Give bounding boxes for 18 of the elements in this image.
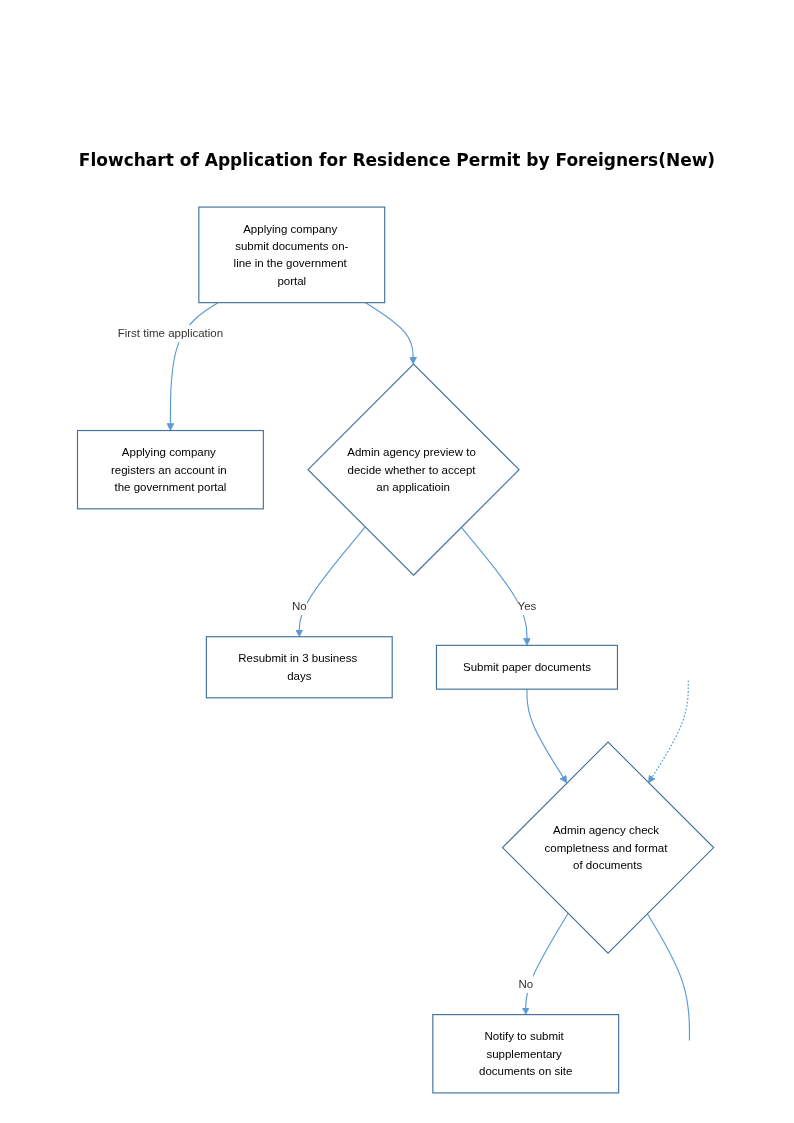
arrow xyxy=(295,526,366,638)
node-box: Applying company submit documents on-line in the government portal xyxy=(198,206,386,304)
arrow xyxy=(365,302,418,365)
node-diamond: Admin agency check completness and format of documents xyxy=(501,741,715,954)
edge-label: Yes xyxy=(517,599,537,613)
node-box: Submit paper documents xyxy=(436,644,619,690)
arrow xyxy=(526,688,568,784)
edge-label: No xyxy=(518,976,534,991)
node-box: Applying company registers an account in the government portal xyxy=(77,429,265,510)
node-diamond: Admin agency preview to decide whether to accept an applicatioin xyxy=(307,363,521,577)
arrow xyxy=(460,526,532,646)
arrow xyxy=(522,912,569,1015)
title: Flowchart of Application for Residence Permit by Foreigners(New) xyxy=(78,150,716,170)
edge-label: No xyxy=(292,599,307,613)
node-box: Resubmit in 3 business days xyxy=(206,636,393,699)
edge-label: First time application xyxy=(117,326,224,340)
arrow xyxy=(648,679,690,784)
node-box: Notify to submit supplementary documents on site xyxy=(432,1014,620,1094)
